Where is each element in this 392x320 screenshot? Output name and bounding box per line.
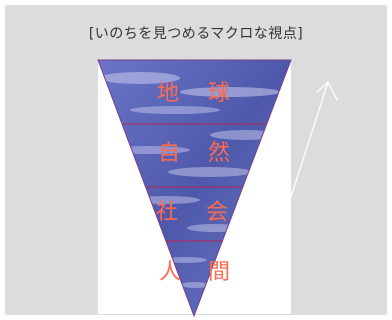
layer-nature: 自 然 [158,141,230,166]
upward-arrow-icon [289,80,338,201]
layer-label-right: 会 [206,200,228,225]
layer-dividers [123,123,266,242]
diagram-title: [いのちを見つめるマクロな視点] [88,26,304,42]
layer-label-left: 地 [157,81,179,106]
layer-earth: 地 球 [157,81,230,106]
layer-label-right: 球 [208,81,230,106]
layer-label-left: 社 [156,200,178,225]
layer-society: 社 会 [156,200,228,225]
layer-label-right: 然 [208,141,230,166]
layer-label-left: 自 [158,141,180,166]
layer-human: 人 間 [159,260,230,285]
layer-label-right: 間 [208,260,230,285]
layer-label-left: 人 [159,260,181,285]
pyramid-outline [97,59,292,318]
